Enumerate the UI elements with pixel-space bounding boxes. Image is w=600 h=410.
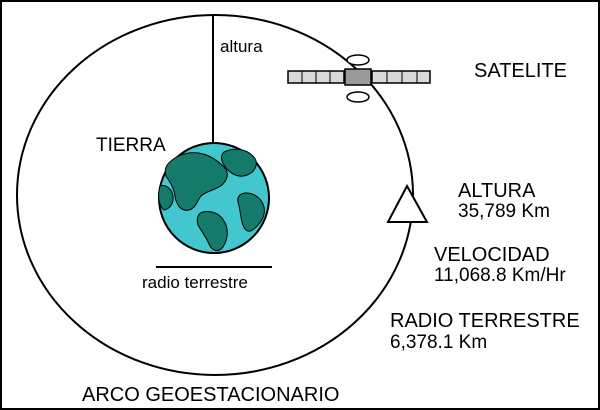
earth-landmass-africa bbox=[237, 192, 265, 232]
radio-title-label: RADIO TERRESTRE bbox=[390, 310, 580, 332]
altura-title-label: ALTURA bbox=[458, 180, 536, 202]
direction-triangle-icon bbox=[386, 183, 429, 223]
earth-landmass-west bbox=[158, 185, 174, 211]
velocidad-title-label: VELOCIDAD bbox=[434, 244, 550, 266]
satellite-icon bbox=[287, 54, 431, 103]
earth-landmass-south-america bbox=[196, 211, 228, 252]
earth-landmass-north-america bbox=[164, 152, 228, 211]
altura-label: altura bbox=[220, 37, 263, 56]
satellite-right-panel bbox=[371, 70, 431, 84]
arco-label: ARCO GEOESTACIONARIO bbox=[82, 384, 340, 406]
satellite-bottom-antenna bbox=[346, 91, 370, 103]
satellite-top-antenna bbox=[346, 54, 370, 66]
altura-value-label: 35,789 Km bbox=[458, 201, 550, 222]
earth-landmass-greenland bbox=[220, 148, 257, 177]
satellite-body bbox=[344, 68, 372, 86]
tierra-label: TIERRA bbox=[96, 135, 166, 156]
radio-terrestre-label: radio terrestre bbox=[142, 273, 248, 292]
radio-value-label: 6,378.1 Km bbox=[390, 332, 488, 353]
velocidad-value-label: 11,068.8 Km/Hr bbox=[434, 265, 566, 286]
satelite-label: SATELITE bbox=[474, 60, 567, 82]
earth-globe-icon bbox=[158, 142, 270, 254]
